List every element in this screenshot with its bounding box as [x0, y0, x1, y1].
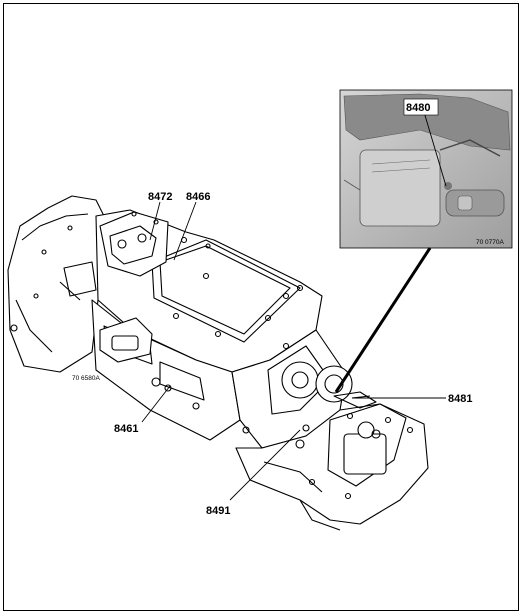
ref-main: 70 6580A — [72, 375, 100, 382]
ref-inset: 70 0770A — [476, 239, 504, 246]
inset-callout-box — [403, 98, 439, 116]
top-cover — [151, 239, 301, 343]
callout-8480: 8480 — [406, 102, 430, 114]
page-frame — [3, 3, 519, 611]
inset-connector — [334, 247, 432, 393]
leader-lines — [141, 111, 447, 501]
callout-8461: 8461 — [114, 423, 138, 435]
callout-8472: 8472 — [148, 191, 172, 203]
callout-8481: 8481 — [448, 393, 472, 405]
transmission-drawing — [7, 195, 429, 531]
callout-8466: 8466 — [186, 191, 210, 203]
callout-8491: 8491 — [206, 505, 230, 517]
